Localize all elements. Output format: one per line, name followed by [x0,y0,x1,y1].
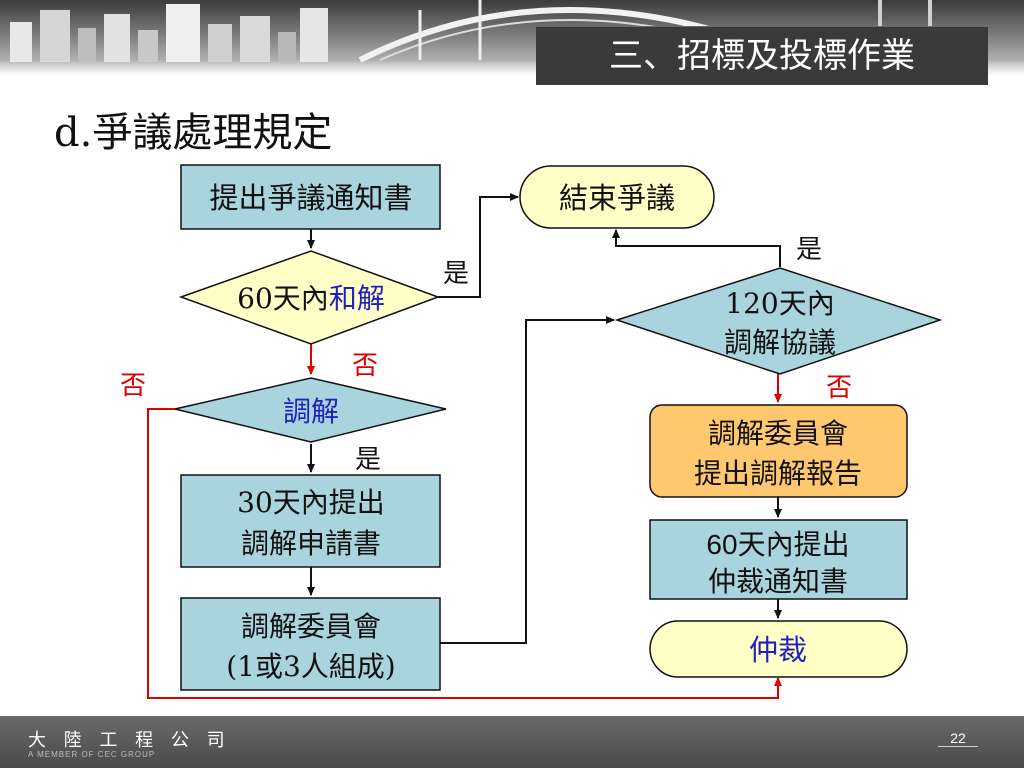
svg-text:60天內提出: 60天內提出 [706,528,849,561]
svg-text:調解委員會: 調解委員會 [708,417,848,450]
company-logo-text: 大 陸 工 程 公 司 [28,730,231,751]
node-notice: 提出爭議通知書 [180,164,441,230]
svg-text:調解委員會: 調解委員會 [241,610,381,643]
arrow-agreement-yes-to-end [612,229,781,267]
svg-text:(1或3人組成): (1或3人組成) [226,650,395,683]
edge-label-settle-no: 否 [352,351,378,381]
node-mediation-committee: 調解委員會 (1或3人組成) [180,597,441,691]
svg-text:調解申請書: 調解申請書 [241,527,381,560]
section-heading: d.爭議處理規定 [54,110,333,156]
svg-text:結束爭議: 結束爭議 [559,181,675,215]
arrow-committee-to-agreement [440,316,615,644]
svg-text:120天內: 120天內 [725,287,834,320]
skyline-photo [10,0,932,63]
footer-bar: 大 陸 工 程 公 司 A MEMBER OF CEC GROUP 22 [0,716,1024,768]
edge-label-agreement-yes: 是 [796,235,822,265]
node-arbitration-notice: 60天內提出 仲裁通知書 [649,519,908,600]
svg-text:60天內和解: 60天內和解 [237,282,385,315]
slide-title: 三、招標及投標作業 [536,26,988,85]
arrow-settle-yes-to-end [438,193,519,298]
node-mediation-decision: 調解 [174,377,447,443]
page-number: 22 [938,730,978,747]
dispute-flowchart: 提出爭議通知書 結束爭議 60天內和解 調解 30天內提出 調解申請書 調解委員… [120,164,943,699]
edge-label-settle-yes: 是 [443,259,469,289]
svg-text:仲裁通知書: 仲裁通知書 [708,565,848,598]
arrow-mediation-no-to-arbitration [147,408,782,699]
edge-label-mediation-yes: 是 [355,445,381,475]
svg-text:提出爭議通知書: 提出爭議通知書 [209,181,412,215]
node-settlement-decision: 60天內和解 [178,250,441,345]
svg-text:仲裁: 仲裁 [749,633,807,667]
svg-text:30天內提出: 30天內提出 [237,486,385,519]
node-mediation-report: 調解委員會 提出調解報告 [649,404,908,498]
edge-label-mediation-no: 否 [120,371,146,401]
node-agreement-decision: 120天內 調解協議 [614,267,943,375]
node-arbitration: 仲裁 [649,620,908,678]
svg-text:調解協議: 調解協議 [724,326,836,359]
node-end-dispute: 結束爭議 [519,165,715,229]
member-tagline: A MEMBER OF CEC GROUP [28,750,156,759]
node-mediation-application: 30天內提出 調解申請書 [180,474,441,568]
svg-text:調解: 調解 [283,395,339,428]
edge-label-agreement-no: 否 [826,373,852,403]
svg-text:提出調解報告: 提出調解報告 [694,457,862,490]
